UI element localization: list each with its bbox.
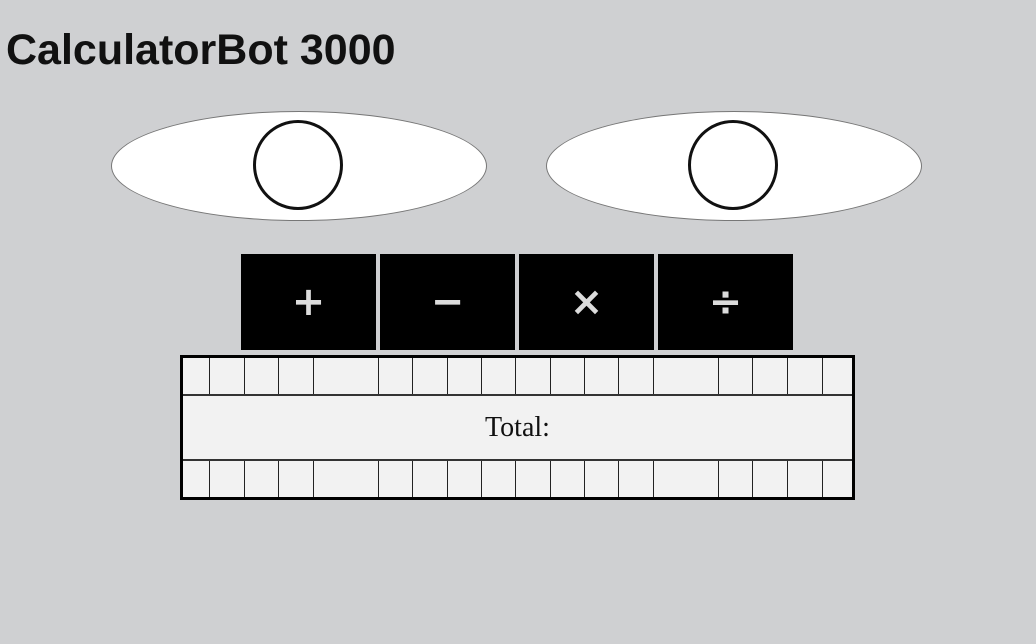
tooth: [585, 461, 619, 497]
left-pupil: [253, 120, 343, 210]
tooth: [753, 461, 788, 497]
multiply-button[interactable]: ×: [519, 254, 654, 350]
tooth: [482, 461, 516, 497]
tooth: [788, 358, 823, 394]
top-teeth: [183, 358, 852, 396]
tooth: [719, 358, 753, 394]
tooth: [210, 461, 245, 497]
tooth: [619, 358, 654, 394]
tooth: [551, 461, 585, 497]
tooth: [753, 358, 788, 394]
tooth: [245, 358, 279, 394]
tooth: [516, 358, 551, 394]
right-eye: [546, 111, 922, 221]
subtract-button[interactable]: −: [380, 254, 515, 350]
tooth: [279, 358, 314, 394]
tooth: [279, 461, 314, 497]
tooth: [585, 358, 619, 394]
tooth: [619, 461, 654, 497]
tooth: [788, 461, 823, 497]
mouth-display: Total:: [180, 355, 855, 500]
tooth: [823, 461, 849, 497]
tooth: [379, 461, 413, 497]
operator-buttons: + − × ÷: [241, 254, 793, 350]
tooth: [245, 461, 279, 497]
tooth: [379, 358, 413, 394]
tooth: [823, 358, 849, 394]
page-title: CalculatorBot 3000: [6, 26, 396, 74]
right-pupil: [688, 120, 778, 210]
tooth: [551, 358, 585, 394]
tooth: [413, 461, 448, 497]
tooth: [183, 358, 210, 394]
total-display: Total:: [485, 412, 550, 443]
divide-button[interactable]: ÷: [658, 254, 793, 350]
tooth: [516, 461, 551, 497]
add-button[interactable]: +: [241, 254, 376, 350]
bottom-teeth: [183, 459, 852, 497]
tooth: [413, 358, 448, 394]
tooth: [448, 461, 482, 497]
tooth: [719, 461, 753, 497]
tooth: [314, 358, 379, 394]
tooth: [314, 461, 379, 497]
tooth: [448, 358, 482, 394]
tooth: [183, 461, 210, 497]
left-eye: [111, 111, 487, 221]
tooth: [482, 358, 516, 394]
tooth: [654, 358, 719, 394]
tooth: [210, 358, 245, 394]
tooth: [654, 461, 719, 497]
